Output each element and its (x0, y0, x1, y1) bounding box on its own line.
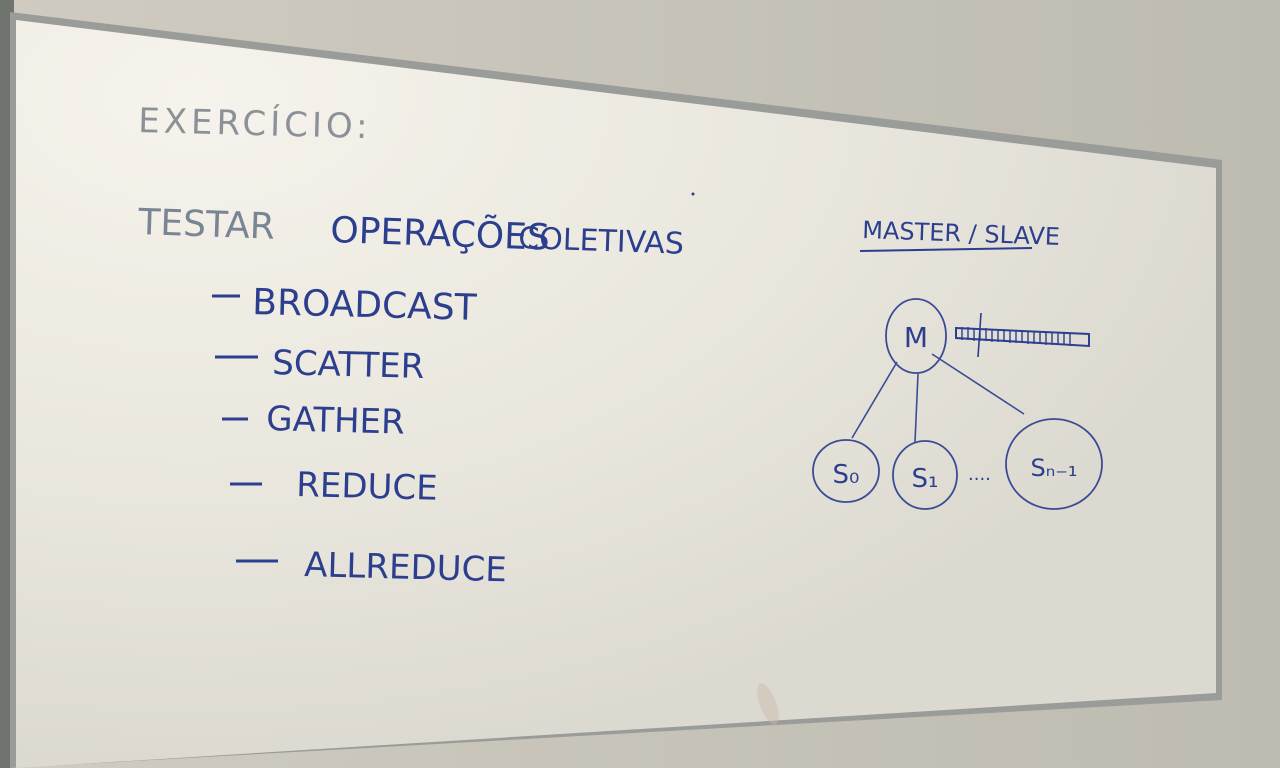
edge-m-s0 (851, 361, 898, 439)
slave-node-1: S₁ (892, 440, 958, 510)
item-broadcast: BROADCAST (252, 282, 478, 329)
slave-node-0: S₀ (812, 439, 880, 503)
data-array (955, 312, 1090, 358)
list-item: ALLREDUCE (236, 545, 507, 590)
array-split-mark (977, 312, 982, 358)
operations-list: BROADCAST SCATTER GATHER REDUCE ALLREDUC… (212, 282, 507, 590)
list-item: REDUCE (230, 465, 438, 509)
slave-label-0: S₀ (833, 460, 860, 490)
edge-m-s1 (914, 373, 919, 443)
slave-label-n: Sₙ₋₁ (1030, 454, 1077, 482)
whiteboard-surface (16, 20, 1216, 768)
master-slave-diagram: MASTER / SLAVE M (812, 216, 1103, 510)
edge-m-sn (931, 353, 1025, 415)
slave-label-1: S₁ (912, 464, 939, 494)
slave-ellipsis: .... (968, 464, 991, 485)
array-hatching (961, 327, 1071, 346)
diagram-title-underline (859, 247, 1033, 252)
item-reduce: REDUCE (296, 465, 438, 509)
heading-text: EXERCÍCIO: (138, 100, 372, 147)
item-allreduce: ALLREDUCE (304, 545, 508, 590)
task-title-part2: OPERAÇÕES (330, 209, 551, 259)
task-title-part3: COLETIVAS (518, 221, 685, 262)
diagram-title: MASTER / SLAVE (862, 216, 1061, 251)
task-title: TESTAR OPERAÇÕES COLETIVAS (137, 202, 685, 262)
item-scatter: SCATTER (272, 343, 425, 387)
list-item: SCATTER (215, 343, 425, 387)
smudge (757, 683, 779, 725)
task-title-part1: TESTAR (137, 202, 276, 248)
diagram-connections (851, 353, 1025, 443)
slave-node-n: Sₙ₋₁ (1005, 418, 1103, 510)
master-label: M (904, 321, 928, 354)
list-item: GATHER (222, 399, 405, 443)
master-node: M (885, 298, 947, 374)
list-item: BROADCAST (212, 282, 478, 329)
item-gather: GATHER (266, 399, 405, 443)
ink-dot (691, 192, 695, 196)
